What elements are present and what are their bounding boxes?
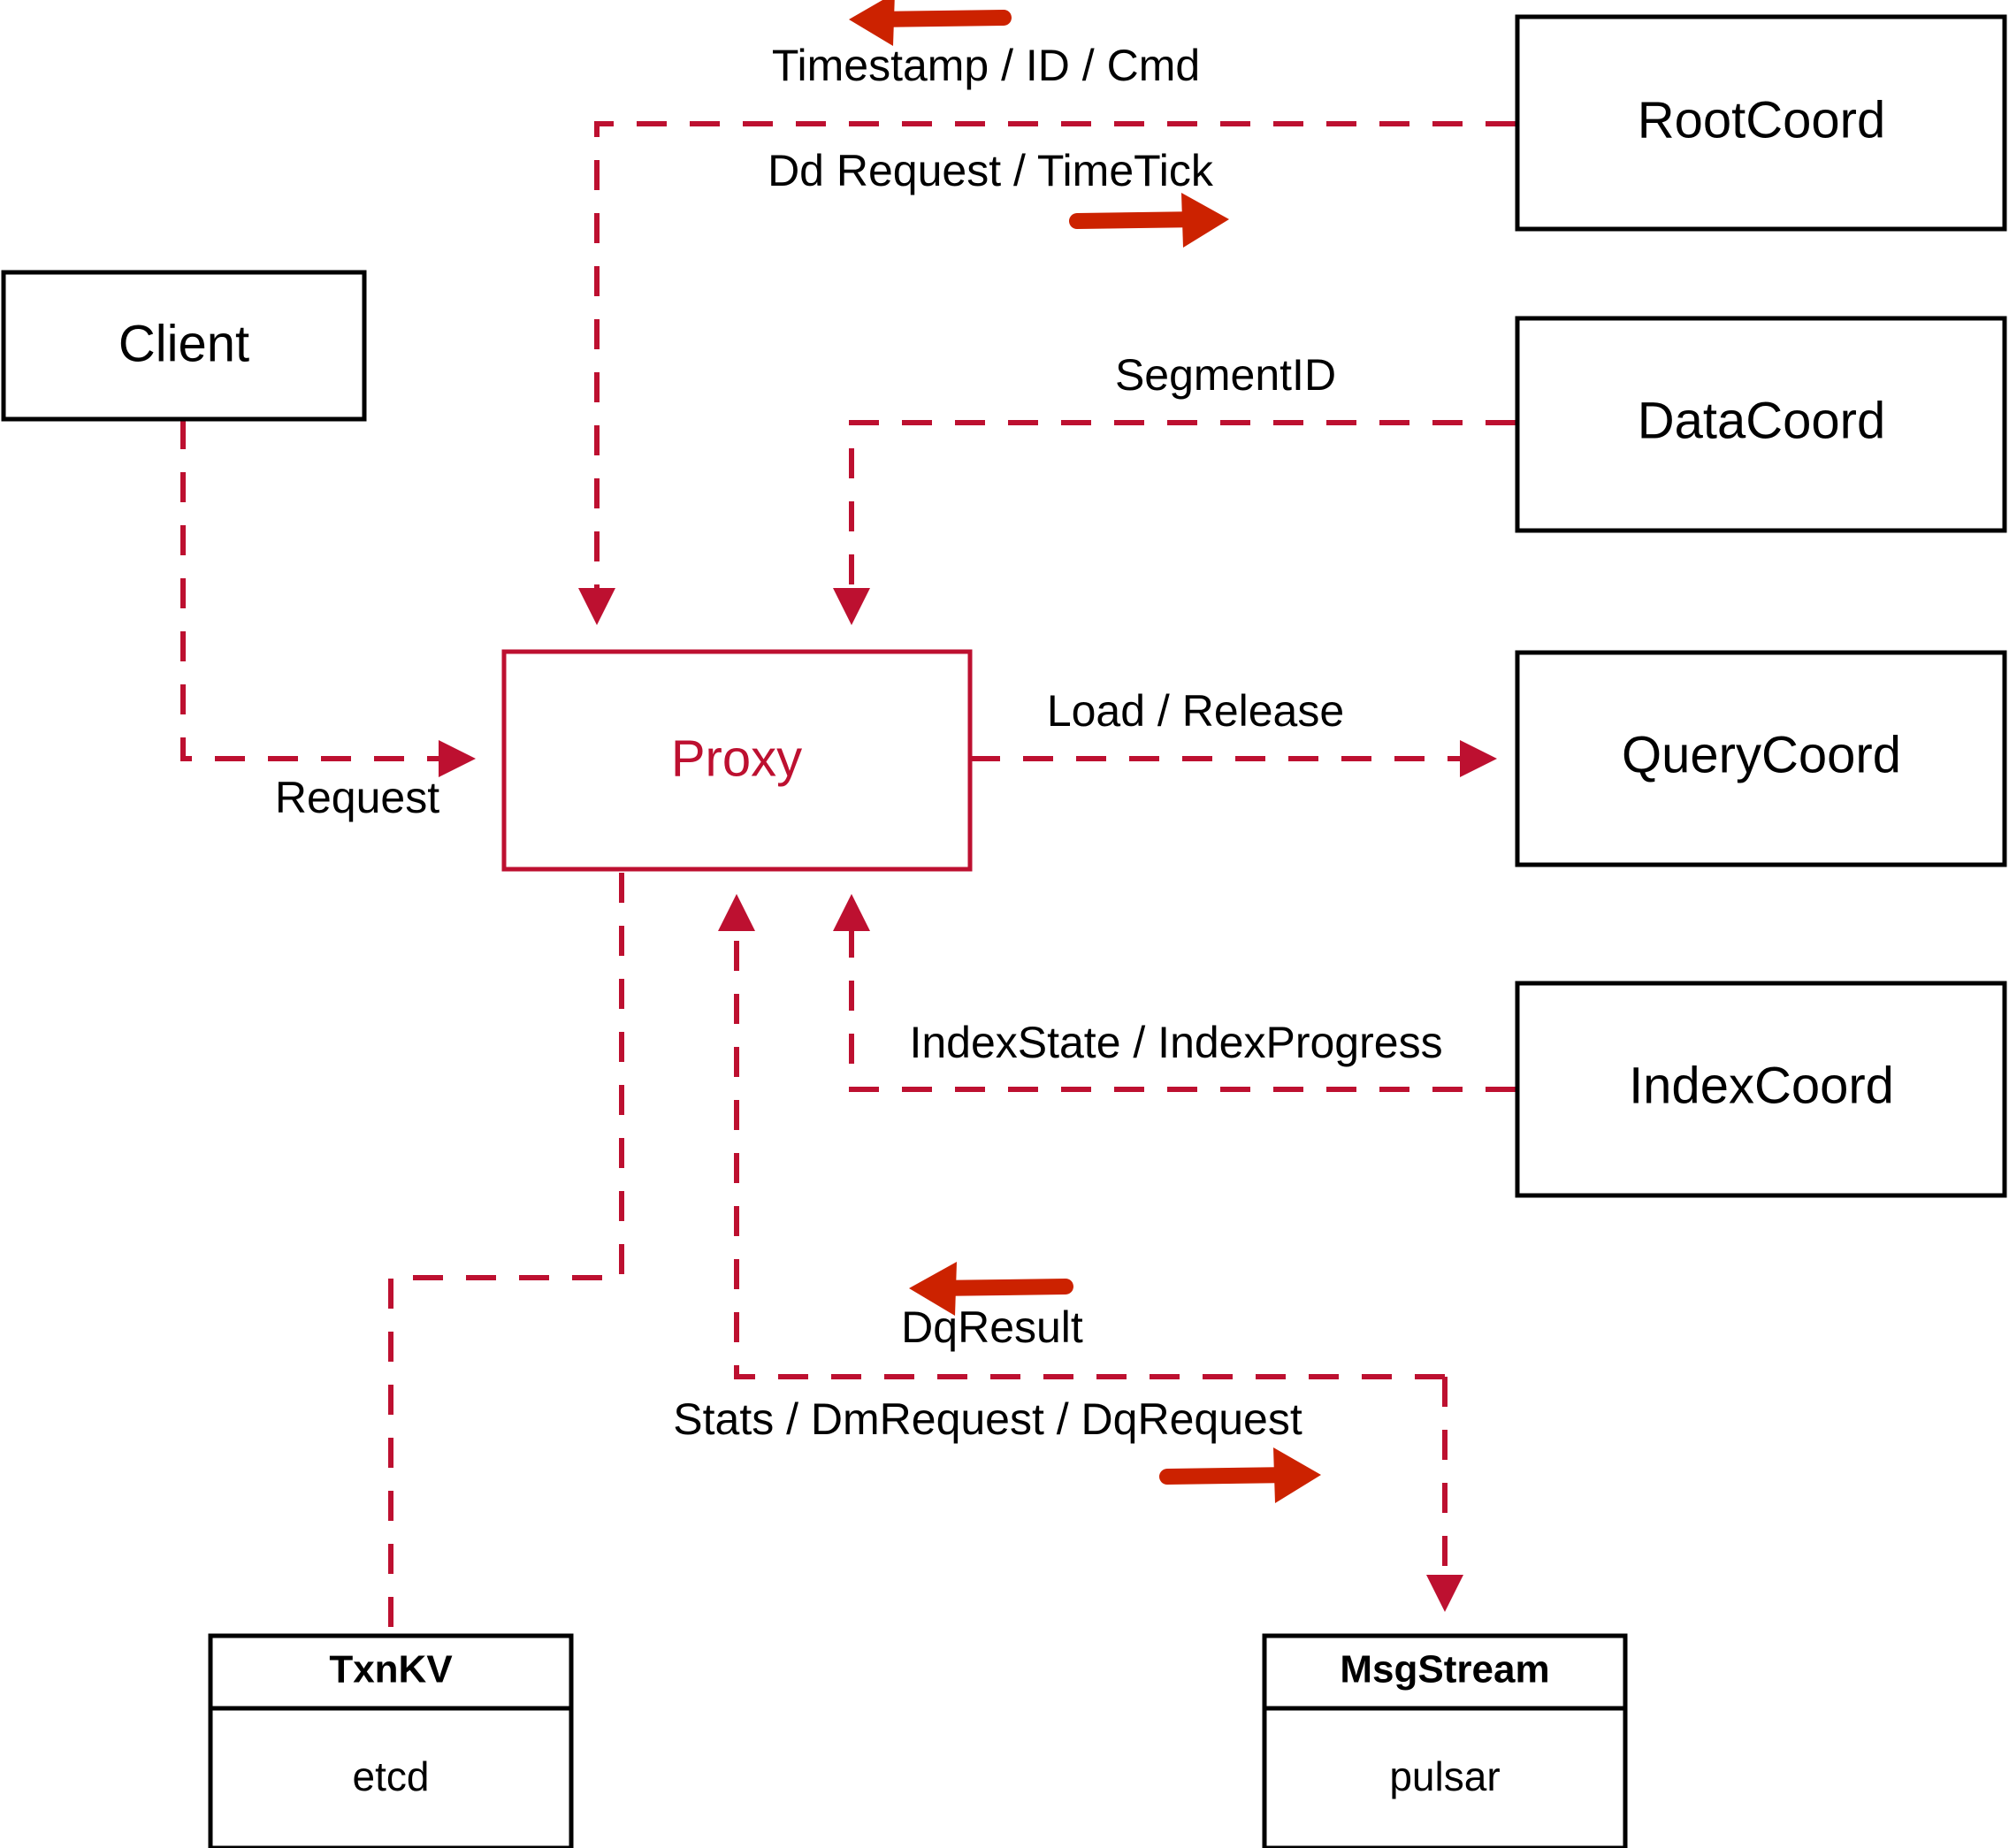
node-client-box[interactable] bbox=[1, 270, 367, 422]
node-root-coord-label: RootCoord bbox=[1638, 91, 1885, 149]
node-txnkv-title: TxnKV bbox=[329, 1648, 453, 1691]
edge-label-layer: Timestamp / ID / Cmd Dd Request / TimeTi… bbox=[275, 41, 1443, 1444]
edge-label-datacoord-segmentid: SegmentID bbox=[1115, 350, 1336, 400]
node-txnkv[interactable]: TxnKV etcd bbox=[208, 1633, 574, 1848]
node-proxy[interactable]: Proxy bbox=[501, 649, 973, 872]
flow-arrow-left-dqresult bbox=[909, 1262, 1073, 1316]
edge-path-rootcoord-response bbox=[578, 121, 1516, 625]
node-proxy-label: Proxy bbox=[671, 729, 802, 787]
flow-arrow-layer bbox=[849, 0, 1321, 1503]
node-query-coord-box[interactable] bbox=[1515, 650, 2007, 867]
node-query-coord[interactable]: QueryCoord bbox=[1515, 650, 2007, 867]
node-client-label: Client bbox=[118, 315, 249, 372]
edge-label-indexcoord-state: IndexState / IndexProgress bbox=[909, 1018, 1442, 1067]
node-msgstream-title: MsgStream bbox=[1340, 1648, 1549, 1691]
node-index-coord-box[interactable] bbox=[1515, 981, 2007, 1198]
flow-arrow-left-rootcoord-response bbox=[849, 0, 1012, 46]
node-msgstream-impl: pulsar bbox=[1389, 1753, 1500, 1799]
edge-path-txnkv bbox=[388, 873, 624, 1634]
edge-path-datacoord-segmentid bbox=[833, 420, 1516, 625]
edge-label-msgstream-request: Stats / DmRequest / DqRequest bbox=[673, 1394, 1302, 1444]
node-index-coord-label: IndexCoord bbox=[1629, 1057, 1894, 1114]
edge-path-msgstream-result bbox=[718, 894, 1445, 1379]
edge-path-client-request bbox=[180, 419, 476, 777]
edge-label-rootcoord-response: Timestamp / ID / Cmd bbox=[772, 41, 1200, 90]
node-index-coord[interactable]: IndexCoord bbox=[1515, 981, 2007, 1198]
node-msgstream[interactable]: MsgStream pulsar bbox=[1262, 1633, 1628, 1848]
node-root-coord-box[interactable] bbox=[1515, 14, 2007, 232]
edge-label-client-request: Request bbox=[275, 773, 439, 822]
node-txnkv-box[interactable] bbox=[208, 1633, 574, 1848]
edge-label-querycoord-load: Load / Release bbox=[1047, 686, 1344, 736]
flow-arrow-right-dqrequest bbox=[1159, 1447, 1321, 1503]
node-data-coord-label: DataCoord bbox=[1638, 392, 1885, 449]
node-data-coord[interactable]: DataCoord bbox=[1515, 316, 2007, 533]
edge-label-msgstream-result: DqResult bbox=[901, 1302, 1083, 1352]
node-query-coord-label: QueryCoord bbox=[1622, 726, 1901, 783]
edge-label-rootcoord-request: Dd Request / TimeTick bbox=[768, 146, 1214, 195]
node-root-coord[interactable]: RootCoord bbox=[1515, 14, 2007, 232]
node-msgstream-box[interactable] bbox=[1262, 1633, 1628, 1848]
node-data-coord-box[interactable] bbox=[1515, 316, 2007, 533]
node-proxy-box[interactable] bbox=[501, 649, 973, 872]
node-txnkv-impl: etcd bbox=[353, 1753, 430, 1799]
flow-arrow-right-rootcoord-request bbox=[1069, 193, 1229, 248]
edge-layer bbox=[180, 121, 1516, 1634]
node-client[interactable]: Client bbox=[1, 270, 367, 422]
edge-path-indexcoord-state bbox=[833, 894, 1516, 1092]
